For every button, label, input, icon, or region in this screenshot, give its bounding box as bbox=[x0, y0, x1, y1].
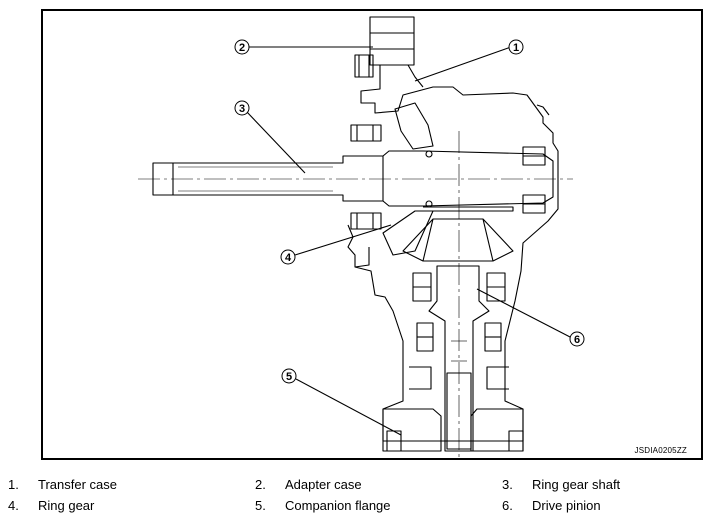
ring-gear bbox=[382, 102, 514, 256]
legend-label: Ring gear bbox=[38, 498, 95, 513]
svg-text:3: 3 bbox=[239, 103, 245, 115]
leader-1 bbox=[414, 46, 512, 82]
leader-4 bbox=[294, 224, 392, 256]
shaft-bearings bbox=[350, 124, 546, 230]
callouts: 1 2 3 4 5 6 bbox=[234, 39, 585, 384]
callout-2: 2 bbox=[234, 39, 250, 55]
callout-4: 4 bbox=[280, 249, 296, 265]
svg-text:5: 5 bbox=[286, 371, 292, 383]
callout-1: 1 bbox=[508, 39, 524, 55]
legend-number: 5. bbox=[255, 498, 266, 513]
legend-number: 2. bbox=[255, 477, 266, 492]
svg-text:6: 6 bbox=[574, 334, 580, 346]
svg-text:2: 2 bbox=[239, 42, 245, 54]
callout-5: 5 bbox=[281, 368, 297, 384]
legend-number: 4. bbox=[8, 498, 19, 513]
companion-flange bbox=[382, 408, 524, 452]
legend-label: Adapter case bbox=[285, 477, 362, 492]
leader-6 bbox=[476, 288, 573, 339]
legend-number: 6. bbox=[502, 498, 513, 513]
legend-label: Ring gear shaft bbox=[532, 477, 621, 492]
diagram-frame: 1 2 3 4 5 6 JSDIA0205ZZ bbox=[41, 9, 703, 460]
leader-5 bbox=[295, 378, 402, 436]
callout-3: 3 bbox=[234, 100, 250, 116]
legend-label: Companion flange bbox=[285, 498, 391, 513]
legend-number: 3. bbox=[502, 477, 513, 492]
legend-label: Transfer case bbox=[38, 477, 117, 492]
pinion-bearings bbox=[409, 272, 509, 390]
transfer-case-outline bbox=[347, 65, 559, 442]
svg-text:4: 4 bbox=[285, 252, 292, 264]
legend-number: 1. bbox=[8, 477, 19, 492]
leader-3 bbox=[245, 110, 306, 174]
legend-label: Drive pinion bbox=[532, 498, 601, 513]
ring-gear-shaft bbox=[152, 150, 554, 208]
drive-pinion bbox=[402, 218, 514, 452]
transfer-assembly-cross-section: 1 2 3 4 5 6 bbox=[138, 16, 585, 459]
svg-text:1: 1 bbox=[513, 42, 519, 54]
figure-code: JSDIA0205ZZ bbox=[634, 446, 687, 455]
callout-6: 6 bbox=[569, 331, 585, 347]
